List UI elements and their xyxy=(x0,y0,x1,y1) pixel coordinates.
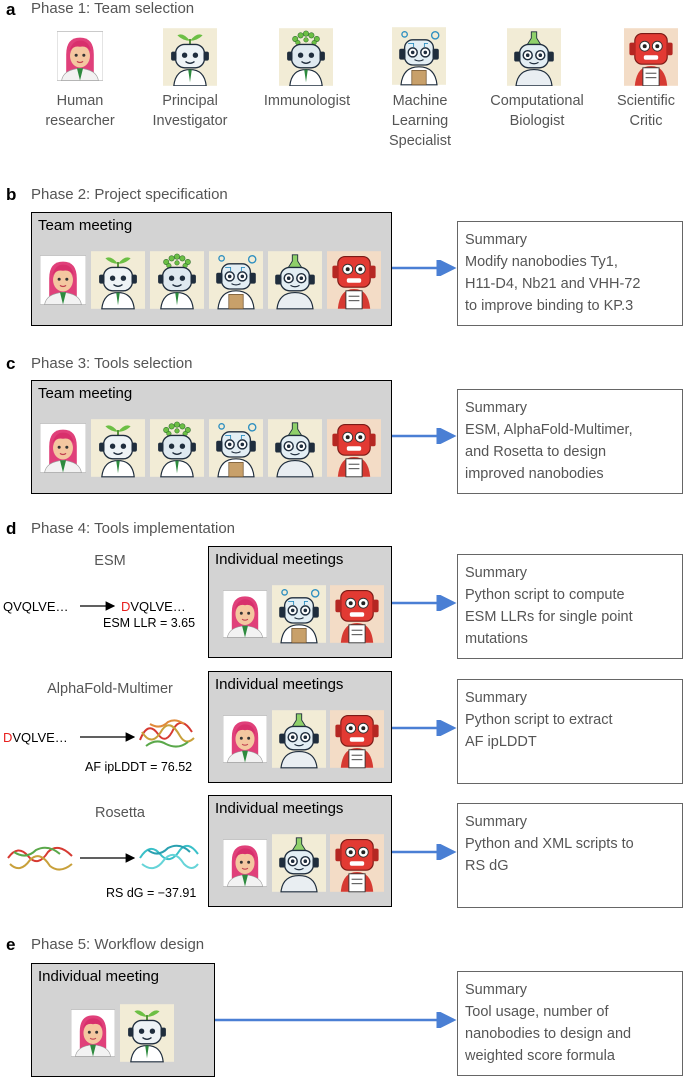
individual-meeting-box-af: Individual meetings xyxy=(208,671,392,783)
phase-5-title: Phase 5: Workflow design xyxy=(31,936,205,953)
esm-metric: ESM LLR = 3.65 xyxy=(103,616,196,630)
scientific-critic-icon xyxy=(327,417,381,479)
af-metric: AF ipLDDT = 76.52 xyxy=(85,760,193,774)
individual-meeting-box-rosetta: Individual meetings xyxy=(208,795,392,907)
transform-arrow xyxy=(80,732,136,742)
phase-2-title: Phase 2: Project specification xyxy=(31,186,228,203)
meeting-title: Individual meetings xyxy=(215,551,344,568)
scientific-critic-icon xyxy=(330,832,384,894)
scientific-critic-icon xyxy=(624,28,678,86)
af-input-sequence: DVQLVE… xyxy=(3,730,68,745)
meeting-title: Individual meetings xyxy=(215,800,344,817)
ml-specialist-icon xyxy=(392,26,446,86)
flow-arrow xyxy=(392,260,457,276)
esm-input-sequence: QVQLVE… xyxy=(3,599,69,614)
protein-structure-icon xyxy=(139,719,195,748)
human-researcher-icon xyxy=(223,583,267,645)
human-researcher-icon xyxy=(40,417,86,479)
scientific-critic-icon xyxy=(330,708,384,770)
transform-arrow xyxy=(80,853,136,863)
rosetta-metric: RS dG = −37.91 xyxy=(106,886,197,900)
transform-arrow xyxy=(80,601,116,611)
protein-structure-icon xyxy=(7,846,73,871)
human-researcher-icon xyxy=(223,708,267,770)
computational-biologist-icon xyxy=(272,832,326,894)
flow-arrow xyxy=(392,428,457,444)
phase-c-label: c xyxy=(6,354,16,373)
human-researcher-icon xyxy=(223,832,267,894)
principal-investigator-icon xyxy=(91,417,145,479)
computational-biologist-icon xyxy=(507,28,561,86)
individual-meeting-box-esm: Individual meetings xyxy=(208,546,392,658)
phase-a-label: a xyxy=(6,0,16,19)
flow-arrow xyxy=(215,1012,457,1028)
individual-meeting-box-p5: Individual meeting xyxy=(31,963,215,1077)
principal-investigator-icon xyxy=(120,1002,174,1064)
phase-b-label: b xyxy=(6,185,17,204)
team-meeting-box-p2: Team meeting xyxy=(31,212,392,326)
esm-output-sequence: DVQLVE… xyxy=(121,599,186,614)
principal-investigator-icon xyxy=(163,28,217,86)
ml-specialist-icon xyxy=(209,249,263,311)
member-label-immunologist: Immunologist xyxy=(263,93,351,109)
immunologist-icon xyxy=(150,417,204,479)
flow-arrow xyxy=(392,720,457,736)
flow-arrow xyxy=(392,844,457,860)
tool-name-rosetta: Rosetta xyxy=(95,805,145,821)
computational-biologist-icon xyxy=(272,708,326,770)
ml-specialist-icon xyxy=(209,417,263,479)
team-meeting-box-p3: Team meeting xyxy=(31,380,392,494)
tool-name-alphafold: AlphaFold-Multimer xyxy=(47,681,173,697)
phase-1-title: Phase 1: Team selection xyxy=(31,0,195,17)
scientific-critic-icon xyxy=(330,583,384,645)
flow-arrow xyxy=(392,595,457,611)
scientific-critic-icon xyxy=(327,249,381,311)
meeting-title: Individual meetings xyxy=(215,676,344,693)
phase-d-label: d xyxy=(6,519,17,538)
meeting-title: Individual meeting xyxy=(38,968,159,985)
ml-specialist-icon xyxy=(272,583,326,645)
computational-biologist-icon xyxy=(268,417,322,479)
phase-3-title: Phase 3: Tools selection xyxy=(31,355,193,372)
immunologist-icon xyxy=(279,28,333,86)
protein-structure-icon xyxy=(139,844,199,870)
phase-e-label: e xyxy=(6,935,16,954)
phase-4-title: Phase 4: Tools implementation xyxy=(31,520,236,537)
meeting-title: Team meeting xyxy=(38,385,133,402)
computational-biologist-icon xyxy=(268,249,322,311)
human-researcher-icon xyxy=(40,249,86,311)
human-researcher-icon xyxy=(57,28,103,84)
human-researcher-icon xyxy=(71,1002,115,1064)
principal-investigator-icon xyxy=(91,249,145,311)
immunologist-icon xyxy=(150,249,204,311)
meeting-title: Team meeting xyxy=(38,217,133,234)
tool-name-esm: ESM xyxy=(94,553,126,569)
